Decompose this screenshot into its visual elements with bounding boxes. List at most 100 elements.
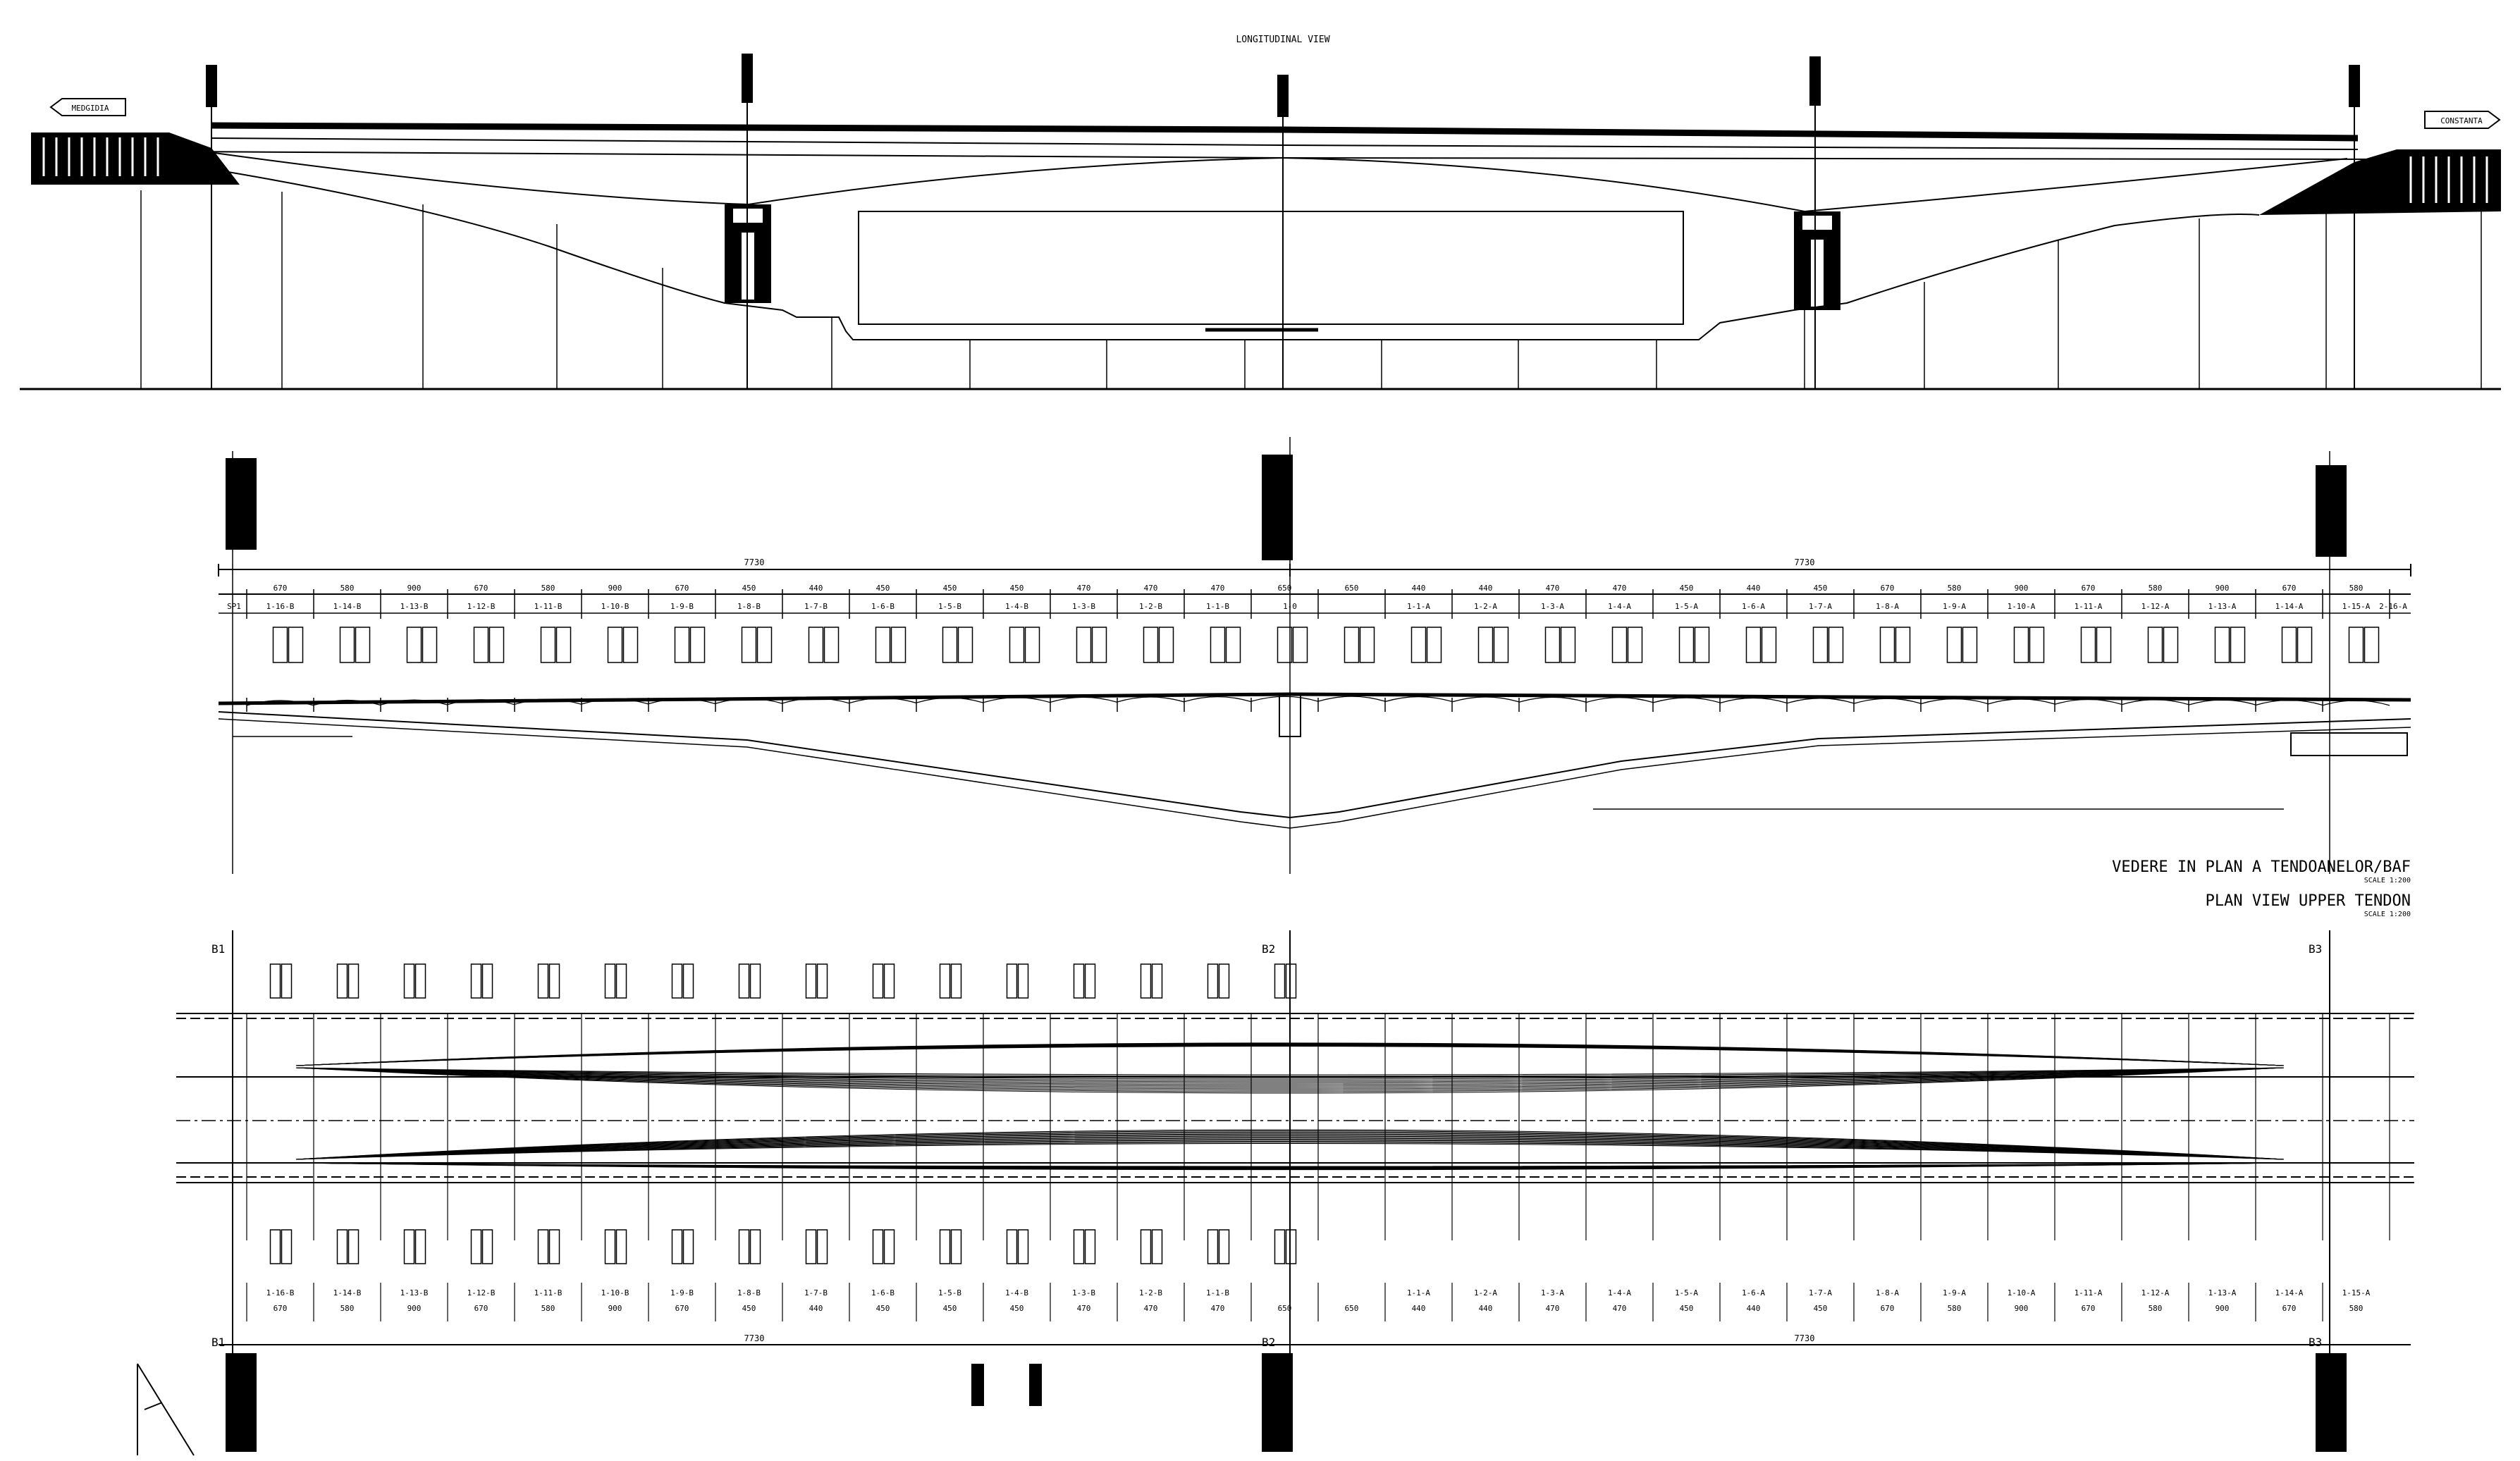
tendon-arc [1987,698,2055,705]
plan-tag-bottom [671,1229,683,1264]
plan-segment-label: 1-14-B [333,1288,362,1297]
plan-segment-label: 1-3-A [1541,1288,1564,1297]
terrain-profile [211,168,2260,340]
plan-segment-grid [246,1013,2390,1240]
profile-tendon-tag [957,627,973,663]
profile-segment-label: 1-12-A [2141,602,2170,611]
plan-segment-label: 1-6-B [871,1288,895,1297]
plan-tag-bottom [883,1229,895,1264]
plan-segment-dim: 650 [1345,1304,1359,1313]
profile-tendon-tag [756,627,773,663]
tendon-arc [1518,696,1587,703]
plan-tendon-line [295,1131,2285,1160]
profile-segment-dim: 670 [474,584,488,593]
plan-tag-bottom [348,1229,359,1264]
plan-tag-top [805,963,817,999]
tendon-arc [1250,696,1319,702]
plan-segment-dim: 670 [2082,1304,2096,1313]
road-box-below [858,211,1684,325]
profile-segment-label: 1-16-B [266,602,295,611]
tendon-arc [782,698,850,704]
plan-segment-label: 1-14-A [2275,1288,2304,1297]
plan-segment-dim: 450 [1680,1304,1694,1313]
plan-tendon-line [295,1067,2285,1077]
north-arrow-icon [137,1363,195,1456]
plan-tag-bottom [816,1229,828,1264]
plan-tendon-line [295,1135,2285,1160]
plan-tag-top [883,963,895,999]
profile-segment-dim: 670 [273,584,288,593]
profile-tendon-tag [1694,627,1710,663]
profile-segment-dim: 450 [1680,584,1694,593]
profile-tendon-tag [2364,627,2380,663]
plan-segment-dim: 580 [1948,1304,1962,1313]
plan-segment-dim: 450 [943,1304,957,1313]
plan-tendon-line [295,1067,2285,1090]
plan-segment-label: 1-1-B [1206,1288,1229,1297]
profile-segment-dim: 440 [1412,584,1426,593]
plan-tag-top [1207,963,1219,999]
plan-tag-bottom [1006,1229,1018,1264]
plan-tendon-line [295,1162,2285,1167]
longitudinal-elevation: LONGITUDINAL VIEW MEDGIDIA CONSTANTA [20,35,2501,390]
plan-segment-label: 1-12-A [2141,1288,2170,1297]
plan-segment-label: 1-13-A [2208,1288,2237,1297]
profile-tendon-tag [2348,627,2364,663]
profile-segment-dim: 470 [1077,584,1091,593]
profile-segment-dim: 900 [407,584,422,593]
tendon-arc [1853,698,1922,704]
profile-tendon-tag [1009,627,1025,663]
profile-total-right: 7730 [1795,557,1815,567]
tendon-arc [849,697,917,704]
plan-tag-top [939,963,951,999]
plan-tendon-fan [295,1042,2285,1171]
profile-segment-label: 1-6-A [1742,602,1765,611]
plan-segment-dim: 470 [1546,1304,1560,1313]
plan-tag-bottom [336,1229,348,1264]
plan-tag-bottom [281,1229,293,1264]
profile-segment-label: 1-12-B [467,602,496,611]
plan-tag-bottom [470,1229,482,1264]
plan-segment-label: 1-6-A [1742,1288,1765,1297]
profile-segment-dim: 450 [742,584,756,593]
plan-tag-top [1274,963,1286,999]
plan-segment-dim: 450 [1814,1304,1828,1313]
plan-tag-top [336,963,348,999]
profile-segment-label: 1-6-B [871,602,895,611]
profile-tendon-tag [942,627,958,663]
profile-segment-label: 1-1-B [1206,602,1229,611]
plan-tendon-line [295,1067,2285,1091]
plan-segment-dim: 580 [2349,1304,2364,1313]
plan-tendon-tags [269,963,1297,1264]
plan-tag-bottom [481,1229,493,1264]
plan-tag-bottom [269,1229,281,1264]
direction-arrow-left: MEDGIDIA [49,98,126,116]
plan-segment-dim: 670 [1881,1304,1895,1313]
profile-tendon-tag [875,627,891,663]
elevation-title: LONGITUDINAL VIEW [1236,35,1329,45]
plan-tag-bottom [1017,1229,1029,1264]
plan-segment-label: 1-5-B [938,1288,961,1297]
plan-segment-dim: 580 [541,1304,555,1313]
tendon-arc [447,699,515,705]
plan-tendon-line [295,1130,2285,1160]
profile-segment-label: 1-3-A [1541,602,1564,611]
profile-segments: 6701-16-B5801-14-B9001-13-B6701-12-B5801… [246,584,2390,712]
plan-tag-top [1151,963,1163,999]
plan-tag-top [1218,963,1230,999]
profile-tendon-tag [1678,627,1695,663]
profile-segment-label: 1-9-A [1943,602,1966,611]
plan-tendon-line [295,1137,2285,1160]
plan-title-ro: VEDERE IN PLAN A TENDOANELOR/BAF [2112,858,2411,876]
tendon-profile: 7730 7730 6701-16-B5801-14-B9001-13-B670… [218,437,2411,874]
plan-total-right: 7730 [1795,1333,1815,1343]
profile-total-left: 7730 [744,557,765,567]
tendon-arc [648,698,716,705]
tendon-arc [1184,696,1252,703]
profile-segment-dim: 670 [2282,584,2297,593]
plan-segment-dim: 670 [474,1304,488,1313]
profile-tendon-tag [355,627,371,663]
profile-segment-dim: 580 [2349,584,2364,593]
profile-segment-label: 1-1-A [1407,602,1430,611]
plan-segment-dim: 450 [1010,1304,1024,1313]
